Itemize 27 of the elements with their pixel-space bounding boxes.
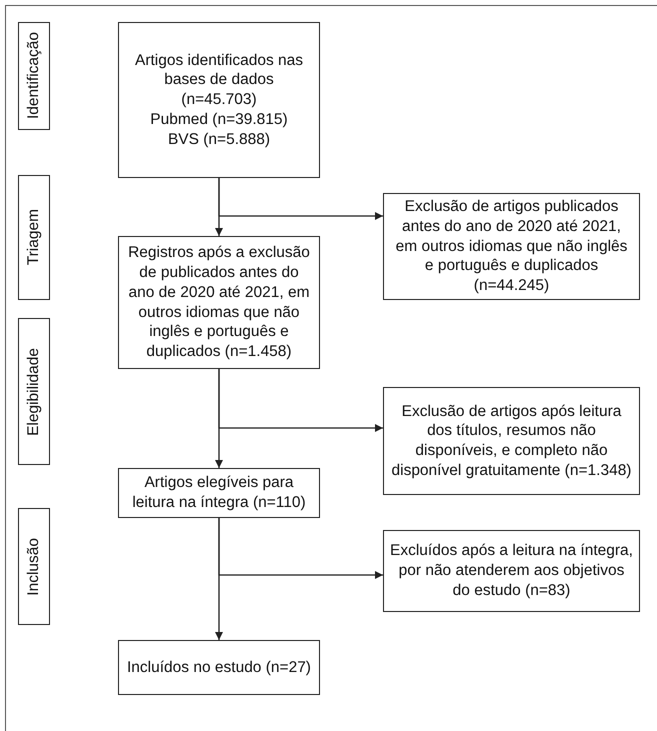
process-box	[383, 387, 640, 495]
box-text: Registros após a exclusão de publicados antes do ano de 2020 até 2021, em outros idiomas que não inglês e português e duplicados (n=1.458)	[127, 243, 311, 362]
arrow	[218, 518, 383, 579]
process-box	[118, 468, 320, 518]
stage-label-box	[18, 22, 50, 130]
process-box	[118, 640, 320, 695]
arrow	[218, 178, 383, 220]
box-text: Artigos identificados nas bases de dados (n=45.703)	[134, 50, 304, 110]
box-text: Incluídos no estudo (n=27)	[127, 658, 311, 678]
box-text: Exclusão de artigos publicados antes do ano de 2020 até 2021, em outros idiomas que não inglês e português e duplicados (n=44.245)	[394, 197, 628, 296]
stage-label: Inclusão	[24, 538, 44, 596]
stage-label: Triagem	[24, 209, 44, 266]
box-text: Excluídos após a leitura na íntegra, por não atenderem aos objetivos do estudo (n=83)	[390, 541, 633, 600]
process-box	[383, 193, 640, 300]
arrow	[218, 369, 383, 432]
stage-label: Identificação	[24, 32, 44, 120]
box-text: Pubmed (n=39.815)	[150, 110, 288, 130]
box-text: Artigos elegíveis para leitura na íntegra (n=110)	[131, 473, 307, 513]
box-text: Exclusão de artigos após leitura dos títulos, resumos não disponíveis, e completo não disponível gratuitamente (n=1.348)	[390, 402, 632, 480]
box-text: BVS (n=5.888)	[168, 130, 270, 150]
stage-label-box	[18, 318, 50, 465]
stage-label-box	[18, 508, 50, 625]
stage-label-box	[18, 175, 50, 300]
process-box	[383, 530, 640, 612]
stage-label: Elegibilidade	[24, 348, 44, 436]
process-box	[118, 22, 320, 178]
process-box	[118, 236, 320, 369]
